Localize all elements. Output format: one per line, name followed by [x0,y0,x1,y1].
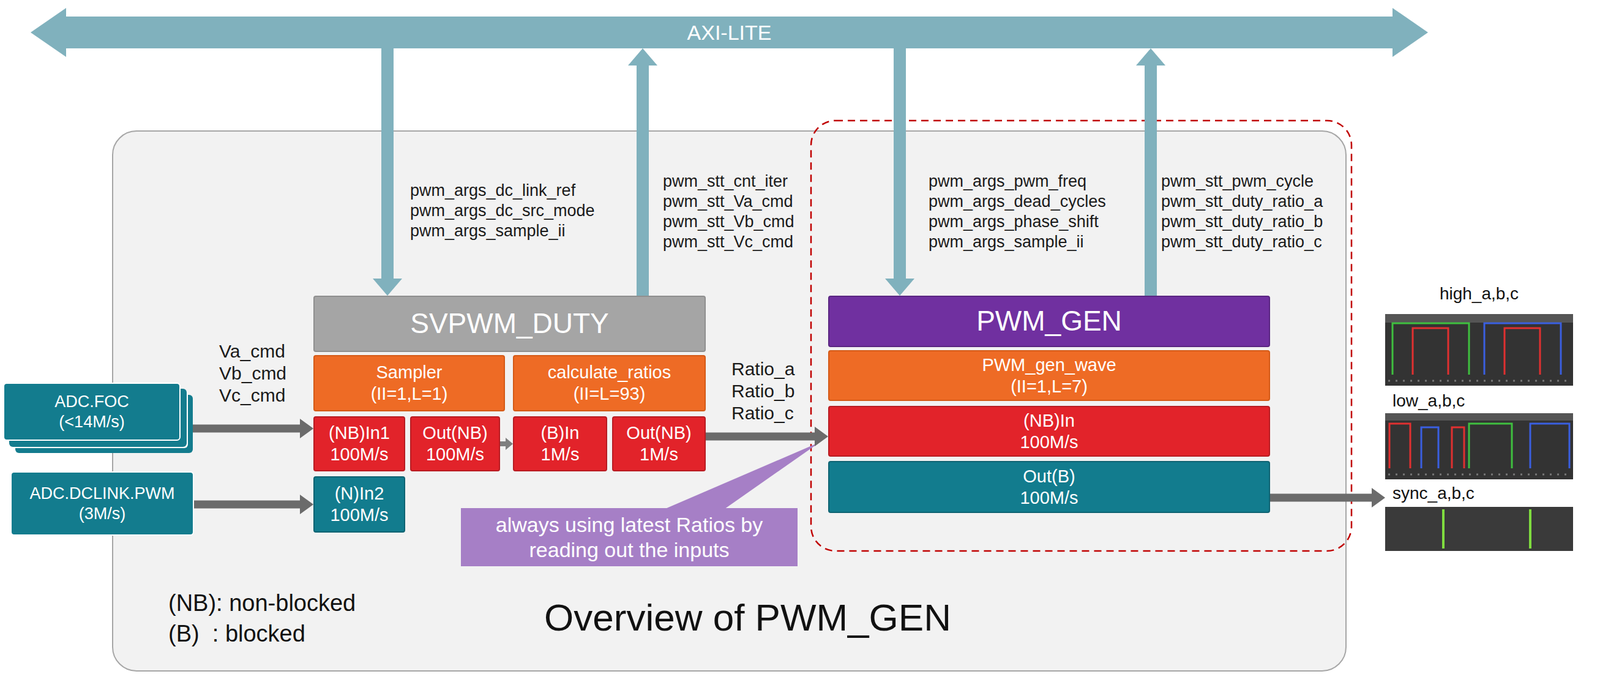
connector-arrow [180,424,300,433]
port-box: (B)In1M/s [512,416,608,472]
port-box: Out(NB)1M/s [612,416,706,472]
signal-name: pwm_stt_cnt_iter pwm_stt_Va_cmd pwm_stt_… [662,171,795,253]
scope-screen [1385,314,1574,386]
node-text: 100M/s [426,443,485,466]
node-text: 100M/s [1019,487,1078,509]
legend-entry: (B) : blocked [168,618,356,649]
connector-arrow [500,441,506,447]
waveform-trace [1421,427,1439,469]
node-text: (II=1,L=1) [370,383,449,405]
scope-screen [1385,506,1574,551]
process-box: PWM_gen_wave(II=1,L=7) [828,350,1271,401]
port-box: (NB)In100M/s [828,405,1271,457]
waveform-figure: high_a,b,c [1385,282,1574,386]
legend-text: (NB): non-blocked [168,587,356,619]
node-text: ADC.FOC [54,391,130,412]
node-text: PWM_gen_wave [981,354,1116,376]
waveform-trace [1392,323,1470,375]
legend: (NB): non-blocked(B) : blocked [168,587,356,649]
scope-ticks [1388,380,1571,382]
node-text: Out(NB) [422,422,488,444]
port-box: (N)In2100M/s [313,476,406,533]
waveform-trace [1389,423,1465,469]
node-text: 100M/s [329,443,389,466]
sync-pulse [1442,509,1445,549]
signal-list: pwm_stt_cnt_iter pwm_stt_Va_cmd pwm_stt_… [662,171,795,253]
scope-screen [1385,413,1574,480]
signal-list: Va_cmd Vb_cmd Vc_cmd [219,340,287,407]
waveform-trace [1469,423,1512,469]
node-text: (II=L=93) [573,383,646,405]
waveform-figure: sync_a,b,c [1385,482,1574,551]
legend-text: (B) : blocked [168,618,306,649]
port-box: Out(B)100M/s [828,460,1271,513]
node-text: (II=1,L=7) [1010,375,1088,398]
node-text: (B)In [541,422,580,444]
node-text: (NB)In1 [328,422,390,444]
connector-arrow [1270,493,1372,502]
node-text: ADC.DCLINK.PWM [29,483,175,504]
port-box: Out(NB)100M/s [410,416,501,472]
callout-note: always using latest Ratios by reading ou… [460,508,798,567]
waveform-figure: low_a,b,c [1385,389,1574,480]
signal-list: Ratio_a Ratio_b Ratio_c [731,358,795,425]
node-text: SVPWM_DUTY [410,306,610,341]
node-text: (3M/s) [78,503,127,524]
signal-list: pwm_args_dc_link_ref pwm_args_dc_src_mod… [410,180,595,242]
node-text: 100M/s [1019,431,1078,453]
process-box: calculate_ratios(II=L=93) [512,355,706,412]
node-text: (N)In2 [334,482,385,505]
connector-arrow [636,65,649,296]
node-text: PWM_GEN [976,304,1122,338]
node-text: low_a,b,c [1385,389,1574,412]
sync-pulse [1528,509,1532,549]
signal-list: pwm_args_pwm_freq pwm_args_dead_cycles p… [928,171,1107,253]
waveform-trace [1530,423,1570,469]
node-text: calculate_ratios [547,361,672,384]
signal-name: pwm_args_dc_link_ref pwm_args_dc_src_mod… [410,180,595,242]
bus-bar: AXI-LITE [66,16,1393,49]
connector-arrow [893,48,906,279]
node-text: Out(B) [1022,465,1075,488]
process-box: Sampler(II=1,L=1) [313,355,505,412]
connector-arrow [705,432,815,441]
signal-list: pwm_stt_pwm_cycle pwm_stt_duty_ratio_a p… [1161,171,1323,253]
node-text: 1M/s [639,443,679,466]
waveform-trace [1484,323,1561,375]
bus-arrowhead [30,7,67,57]
scope-band [1385,314,1574,323]
dashed-region [811,120,1352,551]
connector-arrow [1144,65,1157,296]
port-box: (NB)In1100M/s [313,416,406,472]
signal-name: pwm_args_pwm_freq pwm_args_dead_cycles p… [928,171,1107,253]
node-text: (NB)In [1023,410,1075,432]
adc-source: ADC.DCLINK.PWM(3M/s) [10,471,195,536]
node-text: high_a,b,c [1385,282,1574,305]
scope-band [1385,413,1574,421]
adc-source: ADC.FOC(<14M/s) [3,382,181,441]
node-text: (<14M/s) [58,411,125,432]
node-text: sync_a,b,c [1385,482,1574,505]
waveform-trace [1412,328,1449,375]
connector-arrow [381,48,394,279]
signal-name: Va_cmd Vb_cmd Vc_cmd [219,340,287,407]
node-text: 1M/s [541,443,580,466]
node-text: always using latest Ratios by reading ou… [469,512,789,563]
block-header: SVPWM_DUTY [313,295,706,352]
node-text: Out(NB) [626,422,692,444]
signal-name: pwm_stt_pwm_cycle pwm_stt_duty_ratio_a p… [1161,171,1323,253]
connector-arrow [194,500,300,509]
signal-name: Ratio_a Ratio_b Ratio_c [731,358,795,425]
scope-ticks [1388,473,1571,476]
node-text: Sampler [376,361,443,384]
node-text: AXI-LITE [687,20,772,46]
bus-arrowhead [1392,7,1429,57]
block-header: PWM_GEN [828,295,1271,348]
legend-entry: (NB): non-blocked [168,587,356,619]
node-text: 100M/s [329,504,389,526]
waveform-trace [1504,328,1541,375]
